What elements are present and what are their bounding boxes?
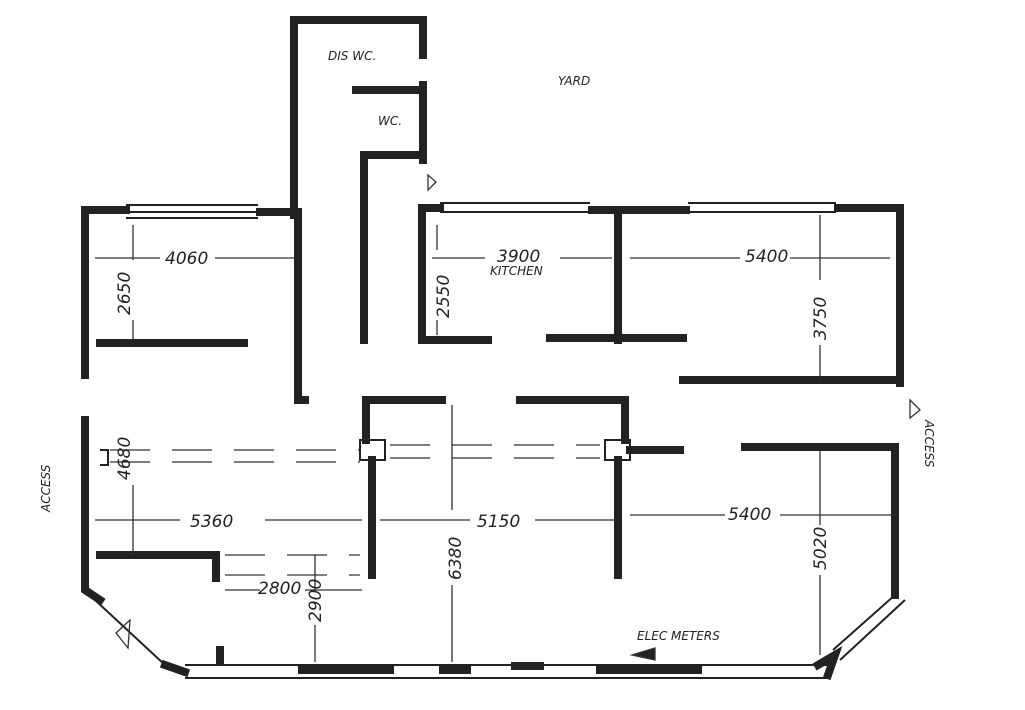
label-yard: YARD: [558, 74, 590, 88]
room-labels: DIS WC. WC. YARD KITCHEN ELEC METERS ACC…: [39, 49, 936, 643]
label-access-left: ACCESS: [39, 464, 53, 513]
walls: [81, 16, 906, 681]
dim-4060: 4060: [165, 249, 208, 269]
dim-3900: 3900: [497, 247, 540, 267]
label-elec-meters: ELEC METERS: [637, 629, 720, 643]
dim-5400-bottom: 5400: [728, 505, 771, 525]
dim-3750: 3750: [811, 297, 831, 340]
dim-5150: 5150: [477, 512, 520, 532]
dim-2800: 2800: [258, 579, 301, 599]
dim-6380: 6380: [446, 537, 466, 580]
label-wc: WC.: [378, 114, 402, 128]
label-access-right: ACCESS: [922, 419, 936, 468]
dashed-lines: [110, 444, 600, 576]
dim-2550: 2550: [434, 275, 454, 318]
dim-2900: 2900: [306, 579, 326, 622]
dim-5020: 5020: [811, 527, 831, 570]
dimension-labels: 4060 2650 3900 2550 5400 3750 4680 5360 …: [115, 247, 831, 622]
dim-2650: 2650: [115, 272, 135, 315]
label-dis-wc: DIS WC.: [328, 49, 376, 63]
dim-5400-top: 5400: [745, 247, 788, 267]
dim-4680: 4680: [115, 437, 135, 480]
label-kitchen: KITCHEN: [490, 264, 543, 278]
dimension-lines: [95, 173, 921, 662]
dim-5360: 5360: [190, 512, 233, 532]
